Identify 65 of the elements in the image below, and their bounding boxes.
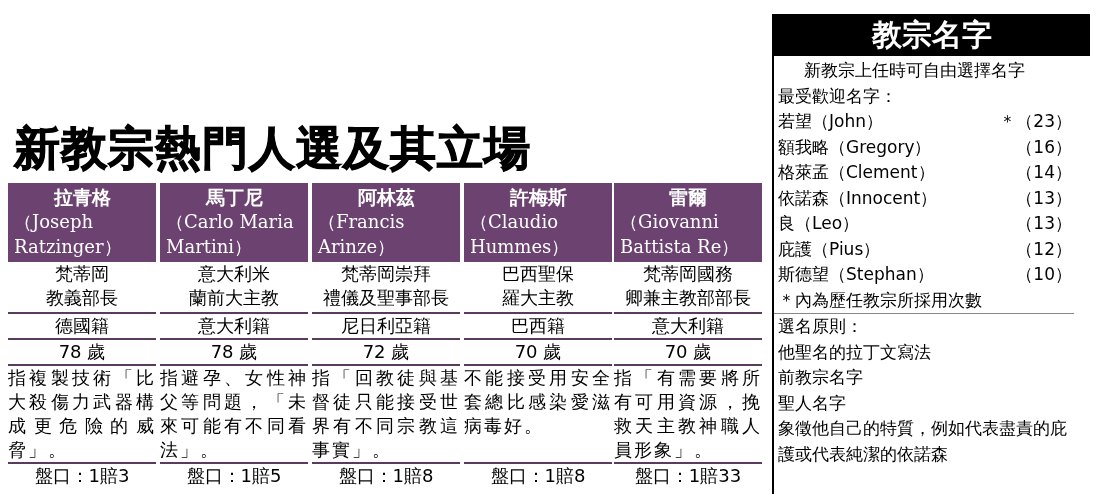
age-text: 78 歲 (210, 340, 258, 364)
latin-name: （Giovanni Battista Re） (620, 210, 741, 259)
usage-count: ＊（23） (998, 110, 1072, 133)
age-text: 70 歲 (514, 340, 562, 364)
pope-name: 斯德望（Stephan） (777, 263, 934, 286)
position-text: 梵蒂岡教義部長 (46, 262, 118, 310)
odds-text: 盤口：1賠5 (186, 464, 282, 488)
statement-text: 指避孕、女性神父等問題，「未來可能有不同看法」。 (160, 366, 308, 462)
usage-count: （12） (1015, 237, 1072, 261)
header-bar (8, 183, 156, 262)
heading-text: 教宗名字 (872, 17, 992, 52)
position-text: 意大利米蘭前大主教 (189, 262, 279, 310)
intro-text: 新教宗上任時可自由選擇名字 (803, 59, 1026, 82)
header-bar (160, 183, 308, 262)
principle-text: 前教宗名字 (777, 366, 864, 389)
principle-text: 象徵他自己的特質，例如代表盡責的庇護或代表純潔的依諾森 (777, 417, 1068, 466)
odds-text: 盤口：1賠8 (338, 464, 434, 488)
pope-name: 若望（John） (777, 110, 883, 133)
position-text: 梵蒂岡國務卿兼主教部部長 (625, 262, 751, 310)
nationality-text: 意大利籍 (198, 314, 270, 338)
chinese-name: 許梅斯 (508, 185, 568, 209)
principle-text: 聖人名字 (777, 391, 847, 415)
age-text: 78 歲 (58, 340, 106, 364)
pope-name: 依諾森（Innocent） (777, 186, 938, 210)
chinese-name: 馬丁尼 (204, 185, 264, 209)
footnote: ＊內為歷任教宗所採用次數 (777, 288, 983, 312)
subheading: 選名原則： (777, 315, 864, 338)
principle-text: 他聖名的拉丁文寫法 (777, 340, 932, 364)
age-text: 70 歲 (664, 340, 712, 364)
position-text: 梵蒂岡崇拜禮儀及聖事部長 (323, 262, 449, 310)
header-bar (464, 183, 612, 262)
age-text: 72 歲 (362, 340, 410, 364)
usage-count: （13） (1015, 186, 1072, 210)
latin-name: （Claudio Hummes） (470, 210, 571, 259)
header-bar (312, 183, 460, 262)
nationality-text: 巴西籍 (511, 314, 565, 338)
usage-count: （10） (1015, 263, 1072, 286)
nationality-text: 意大利籍 (652, 314, 724, 338)
usage-count: （14） (1015, 161, 1072, 184)
header-bar (614, 183, 762, 262)
pope-name: 庇護（Pius） (777, 237, 881, 261)
chinese-name: 阿林茲 (356, 185, 416, 209)
usage-count: （13） (1015, 212, 1072, 235)
statement-text: 指「回教徒與基督徒只能接受世界有不同宗教這事實」。 (312, 366, 460, 462)
pope-name: 格萊孟（Clement） (777, 161, 935, 184)
odds-text: 盤口：1賠3 (34, 464, 130, 488)
pope-name: 良（Leo） (777, 212, 860, 235)
odds-text: 盤口：1賠8 (490, 464, 586, 488)
odds-text: 盤口：1賠33 (634, 464, 742, 488)
chinese-name: 雷爾 (668, 185, 708, 209)
nationality-text: 尼日利亞籍 (341, 314, 431, 338)
headline: 新教宗熱門人選及其立場 (14, 120, 531, 177)
position-text: 巴西聖保羅大主教 (502, 262, 574, 310)
pope-name: 額我略（Gregory） (777, 135, 932, 159)
latin-name: （Carlo Maria Martini） (166, 210, 295, 259)
subheading: 最受歡迎名字： (777, 84, 898, 108)
usage-count: （16） (1015, 135, 1072, 159)
latin-name: （Francis Arinze） (318, 210, 406, 259)
nationality-text: 德國籍 (55, 314, 109, 338)
statement-text: 指複製技術「比大殺傷力武器構成更危險的威脅」。 (8, 366, 156, 462)
statement-text: 不能接受用安全套總比感染愛滋病毒好。 (464, 366, 612, 438)
latin-name: （Joseph Ratzinger） (14, 210, 123, 259)
statement-text: 指「有需要將所有可用資源，挽救天主教神職人員形象」。 (614, 366, 762, 462)
heading-bar (774, 14, 1090, 56)
chinese-name: 拉青格 (52, 185, 112, 209)
